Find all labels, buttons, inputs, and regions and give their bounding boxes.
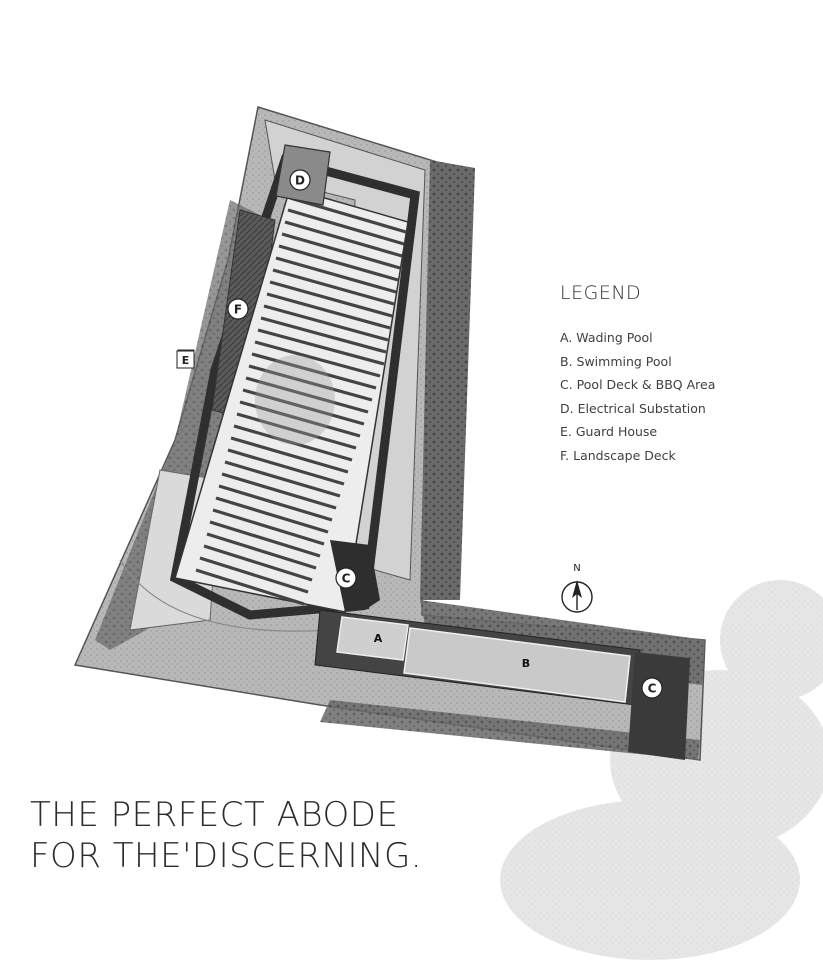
walkway <box>169 154 420 620</box>
legend-list: A. Wading Pool B. Swimming Pool C. Pool … <box>560 326 810 468</box>
swimming-pool <box>403 627 631 703</box>
marker-f-label: F <box>234 303 242 317</box>
marker-c-1-label: C <box>342 572 351 586</box>
legend-title: LEGEND <box>560 282 642 304</box>
marker-e: E <box>176 350 195 369</box>
legend: LEGEND A. Wading Pool B. Swimming Pool C… <box>560 282 810 468</box>
marker-c-2-label: C <box>648 682 657 696</box>
residential-building <box>174 187 409 613</box>
headline-line-1: THE PERFECT ABODE <box>30 795 399 835</box>
marker-f: F <box>227 298 249 320</box>
marker-a: A <box>374 632 383 645</box>
marker-c-2: C <box>641 677 663 699</box>
marker-c-1: C <box>335 567 357 589</box>
north-compass-icon: N <box>561 563 593 613</box>
headline: THE PERFECT ABODE FOR THE'DISCERNING. <box>30 795 422 877</box>
legend-item: F. Landscape Deck <box>560 447 676 463</box>
marker-b: B <box>522 657 530 670</box>
marker-d: D <box>289 169 311 191</box>
legend-item: C. Pool Deck & BBQ Area <box>560 377 716 393</box>
legend-item: A. Wading Pool <box>560 330 653 345</box>
headline-line-2: FOR THE'DISCERNING. <box>30 836 423 876</box>
legend-item: E. Guard House <box>560 424 658 440</box>
marker-e-label: E <box>182 354 190 367</box>
compass-label: N <box>573 563 580 574</box>
marker-a-label: A <box>374 632 383 645</box>
marker-d-label: D <box>295 174 305 188</box>
marker-b-label: B <box>522 657 530 670</box>
legend-item: B. Swimming Pool <box>560 353 672 369</box>
legend-item: D. Electrical Substation <box>560 400 706 416</box>
wading-pool <box>336 616 409 661</box>
